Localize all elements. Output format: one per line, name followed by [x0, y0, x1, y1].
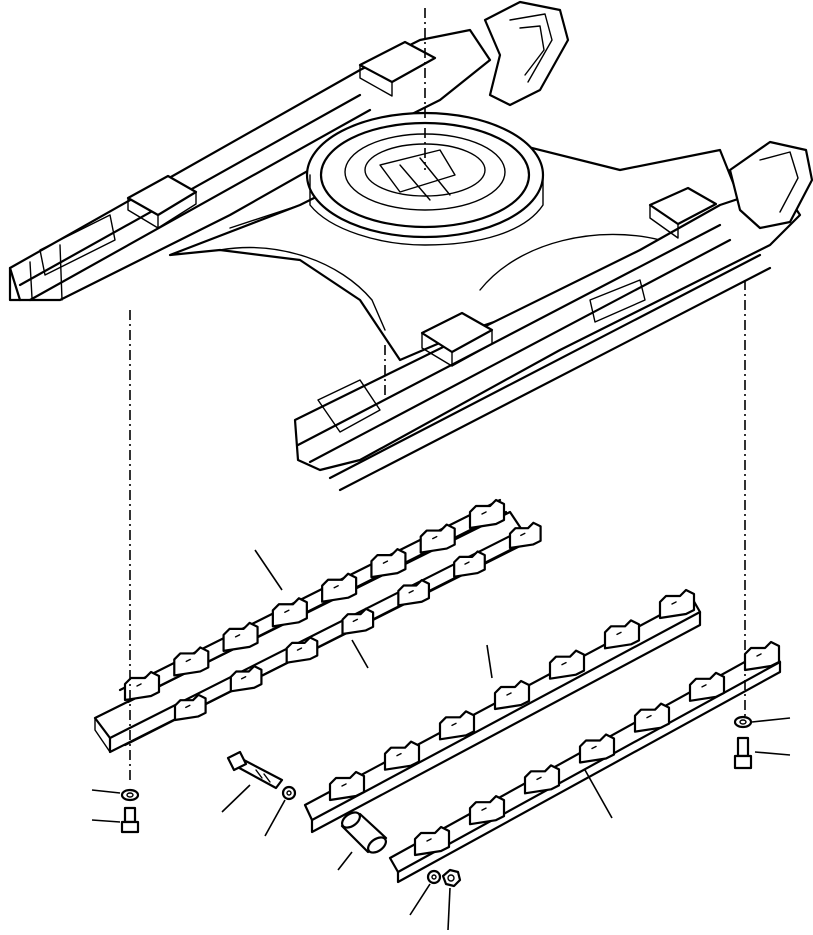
- guard-clip-hole: [185, 704, 191, 709]
- guard-clip: [321, 572, 358, 603]
- guard-clip: [222, 621, 259, 652]
- guard-clip-hole: [536, 776, 542, 781]
- guard-clip: [468, 795, 506, 826]
- guard-clip: [743, 640, 781, 672]
- guard-clip: [468, 498, 506, 530]
- guard-clip-hole: [426, 838, 432, 842]
- guard-clip-hole: [701, 684, 707, 688]
- guard-clip-hole: [591, 745, 597, 750]
- guard-clip: [633, 702, 671, 733]
- guard-clip-hole: [616, 631, 622, 636]
- alignment-lines: [129, 280, 746, 780]
- guard-clip-hole: [352, 618, 358, 623]
- left-guard-clips: [123, 498, 542, 722]
- guard-clip-hole: [185, 658, 191, 663]
- guard-clip: [285, 636, 319, 664]
- guard-clip: [578, 733, 616, 764]
- guard-clip-hole: [520, 532, 526, 537]
- guard-clip: [370, 548, 407, 579]
- guard-clip: [523, 764, 561, 795]
- guard-clip: [493, 679, 531, 711]
- long-bolt: [226, 750, 284, 790]
- bolt: [120, 806, 140, 834]
- washer: [120, 788, 140, 802]
- guard-clip: [413, 825, 451, 857]
- left-track-guard: [93, 498, 524, 754]
- guard-clip: [658, 588, 696, 620]
- guard-clip: [173, 693, 207, 722]
- guard-clip-hole: [284, 609, 290, 613]
- guard-clip: [173, 646, 210, 677]
- guard-clip-hole: [240, 676, 247, 680]
- guard-clip: [229, 665, 263, 693]
- guard-clip: [271, 597, 308, 628]
- guard-clip: [397, 579, 431, 607]
- guard-clip-hole: [506, 692, 512, 696]
- washer: [733, 715, 753, 729]
- washer: [426, 869, 442, 885]
- guard-clip-hole: [408, 590, 414, 594]
- guard-clip: [603, 619, 641, 650]
- guard-clip-hole: [296, 647, 303, 651]
- guard-clip: [123, 670, 161, 702]
- right-guard-outer-clips: [413, 640, 781, 857]
- guard-clip: [508, 521, 542, 550]
- guard-clip-hole: [234, 634, 241, 638]
- guard-clip: [383, 740, 421, 771]
- guard-clip-hole: [333, 585, 339, 589]
- guard-clip-hole: [396, 752, 402, 757]
- guard-clip: [688, 671, 726, 702]
- callout-leaders: [91, 549, 791, 931]
- guard-clip: [341, 607, 375, 636]
- guard-clip-hole: [756, 653, 762, 657]
- guard-clip-hole: [341, 783, 347, 787]
- bolt: [733, 736, 753, 770]
- guard-clip-hole: [671, 601, 677, 605]
- guard-clip-hole: [646, 714, 652, 719]
- guard-clip-hole: [451, 722, 457, 727]
- guard-clip-hole: [136, 683, 142, 687]
- guard-clip: [328, 770, 366, 802]
- guard-clip: [419, 523, 456, 554]
- washer: [281, 785, 297, 801]
- guard-clip-hole: [561, 661, 567, 666]
- right-guard-inner-clips: [328, 588, 696, 802]
- guard-clip-hole: [481, 807, 487, 811]
- guard-clip-hole: [432, 535, 438, 540]
- guard-clip-hole: [464, 561, 470, 565]
- nut: [441, 868, 462, 888]
- guard-clip-hole: [481, 511, 487, 515]
- guard-clip: [453, 550, 486, 578]
- guard-clip: [438, 710, 476, 741]
- guard-clip-hole: [382, 560, 389, 564]
- spacer-collar: [340, 811, 388, 854]
- track-frame: [8, 0, 813, 492]
- guard-clip: [548, 649, 586, 680]
